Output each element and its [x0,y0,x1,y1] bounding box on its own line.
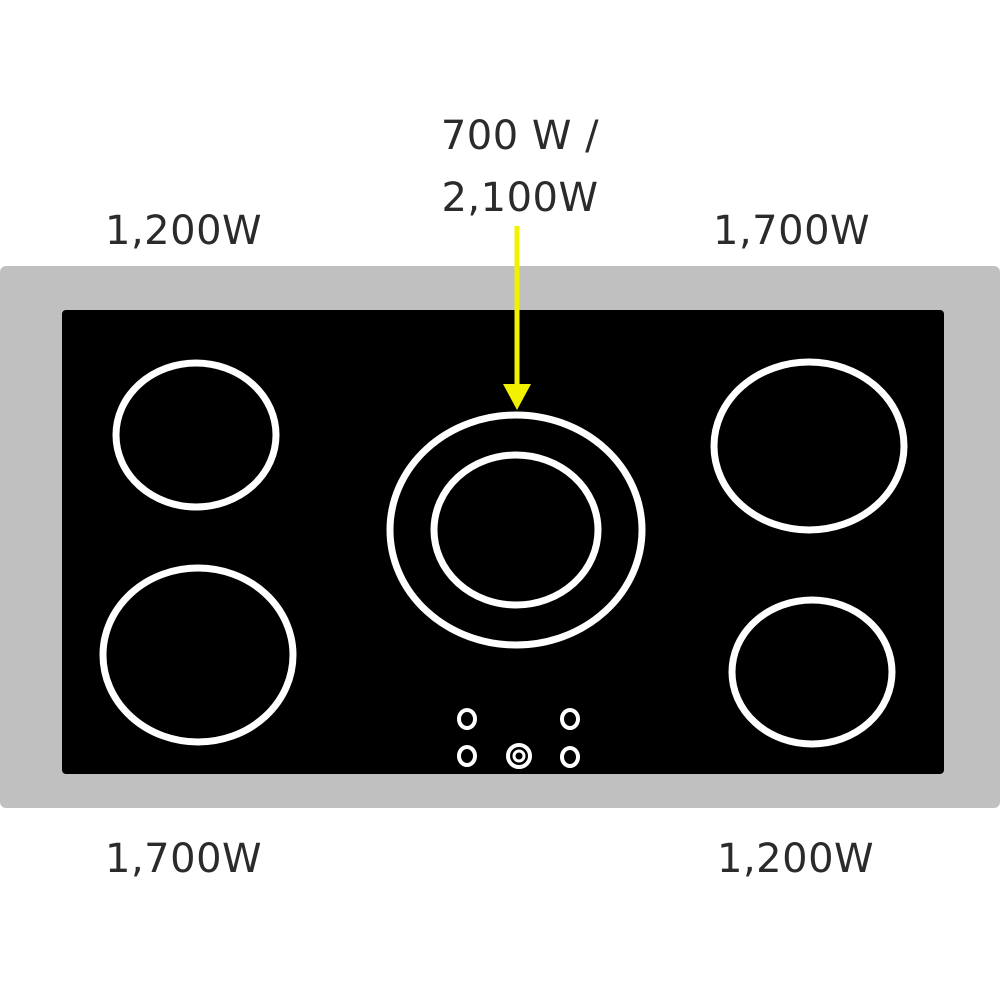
rear-left-power-label: 1,200W [105,208,263,254]
center-power-label: 700 W / 2,100W [415,105,625,229]
front-right-power-label: 1,200W [717,836,875,882]
knob-icon[interactable] [560,708,580,730]
front-left-burner [99,564,297,746]
rear-right-burner [710,358,908,534]
control-panel [457,708,580,769]
cooktop-frame [0,266,1000,808]
center-burner-inner-ring [430,451,602,609]
power-button-icon[interactable] [506,743,532,769]
rear-left-burner [112,359,280,511]
front-right-burner [728,596,896,748]
knob-icon[interactable] [457,708,477,730]
glass-cooktop-surface [62,310,944,774]
rear-right-power-label: 1,700W [713,208,871,254]
front-left-power-label: 1,700W [105,836,263,882]
center-burner-outer-ring [386,411,646,649]
center-power-label-line1: 700 W / [440,113,600,159]
knob-icon[interactable] [560,746,580,768]
center-burner-arrow [503,226,531,410]
knob-icon[interactable] [457,745,477,767]
center-power-label-line2: 2,100W [441,175,599,221]
